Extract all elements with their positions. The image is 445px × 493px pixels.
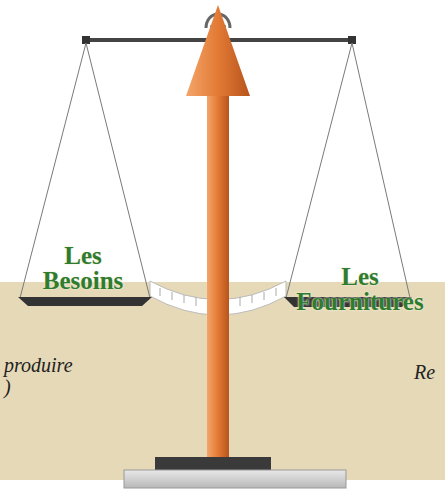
needs-heading: Les Besoins — [25, 243, 141, 293]
pan-label: Les Fournitures — [282, 264, 438, 314]
pan-label: Les Besoins — [25, 243, 141, 293]
note-fragment: ) — [4, 376, 11, 398]
stand-block — [155, 457, 271, 470]
note-fragment: Re — [414, 361, 435, 383]
beam-end — [348, 36, 356, 44]
note-fragment: produire — [4, 354, 73, 376]
arrow-head — [186, 5, 250, 96]
arrow-shaft — [207, 90, 229, 465]
left-pan — [18, 297, 152, 306]
base-plate — [124, 470, 346, 488]
supplies-heading: Les Fournitures — [282, 264, 438, 314]
beam-end — [82, 36, 90, 44]
